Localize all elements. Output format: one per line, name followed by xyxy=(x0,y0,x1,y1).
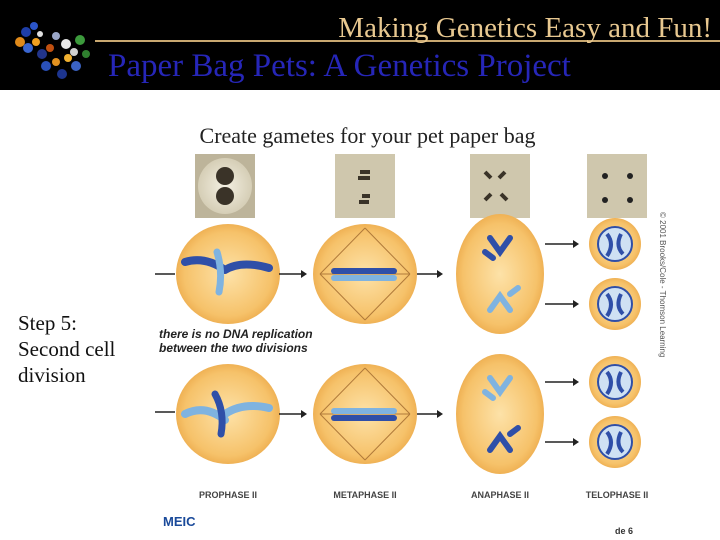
cell-row-1 xyxy=(155,214,641,334)
micrograph-row: © 2001 Brooks/Cole - Thomson Learning xyxy=(195,154,667,357)
header-tagline: Making Genetics Easy and Fun! xyxy=(338,12,712,44)
page-title: Paper Bag Pets: A Genetics Project xyxy=(108,48,571,84)
micrograph-metaphase xyxy=(335,154,395,218)
note-line-2: between the two divisions xyxy=(159,341,308,355)
stage-label-anaphase: ANAPHASE II xyxy=(471,490,529,500)
anaphase-cell xyxy=(456,214,544,334)
anaphase-cell-2 xyxy=(456,354,544,474)
header-bar: Making Genetics Easy and Fun! Paper Bag … xyxy=(0,0,720,90)
slide-subtitle: Create gametes for your pet paper bag xyxy=(199,123,536,148)
header-divider xyxy=(95,40,720,42)
note-line-1: there is no DNA replication xyxy=(159,327,313,341)
micrograph-telophase xyxy=(587,154,647,218)
stage-label-prophase: PROPHASE II xyxy=(199,490,257,500)
cell-row-2 xyxy=(155,354,641,474)
micrograph-anaphase xyxy=(470,154,530,218)
step-label: Step 5: Second cell division xyxy=(18,310,158,388)
step-description-line2: division xyxy=(18,363,86,387)
meiosis-ii-diagram: © 2001 Brooks/Cole - Thomson Learning th… xyxy=(155,154,667,536)
stage-label-telophase: TELOPHASE II xyxy=(586,490,649,500)
stage-label-metaphase: METAPHASE II xyxy=(333,490,396,500)
page-indicator: de 6 xyxy=(615,526,633,536)
brand-watermark: MEIC xyxy=(163,514,196,529)
prophase-cell xyxy=(176,224,280,324)
step-description-line1: Second cell xyxy=(18,337,116,361)
step-number: Step 5: xyxy=(18,311,77,335)
dna-molecule-icon xyxy=(15,22,90,79)
figure-credit: © 2001 Brooks/Cole - Thomson Learning xyxy=(658,212,667,357)
